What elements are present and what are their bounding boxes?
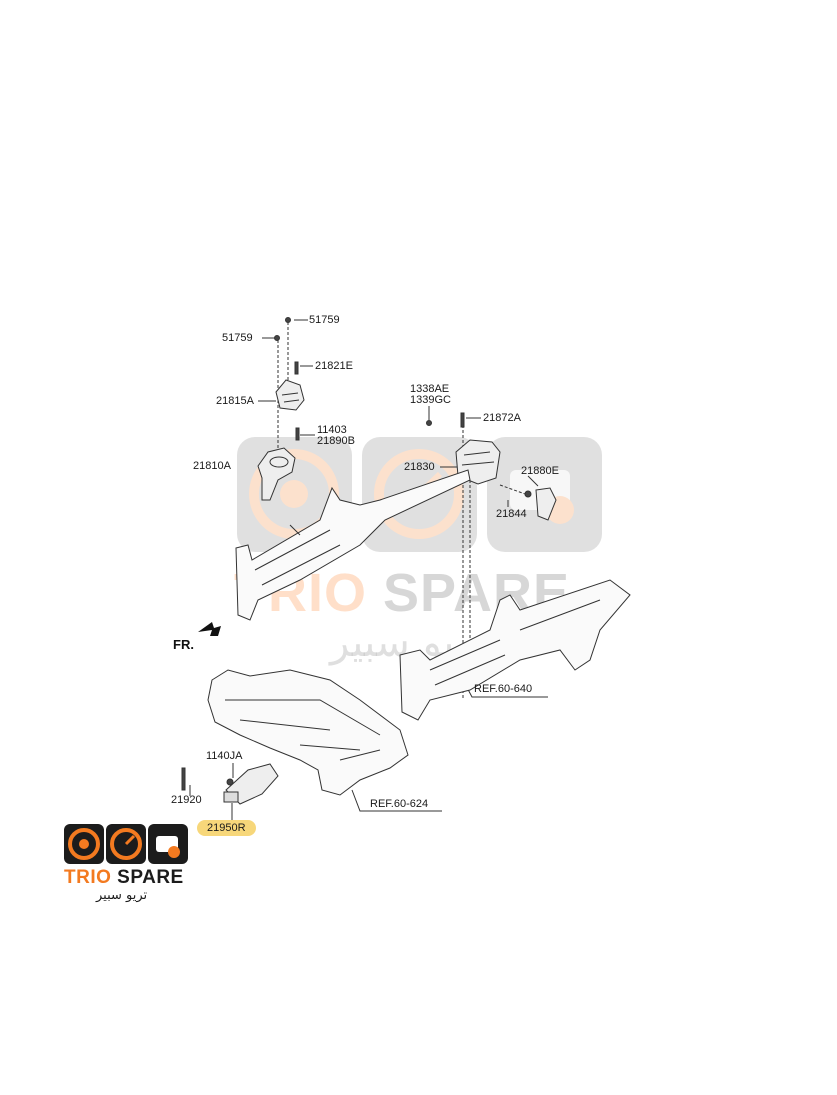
label-ref-60-624: REF.60-624: [370, 798, 429, 810]
brand-logo-text: TRIO SPARE: [64, 867, 184, 889]
label-21880E: 21880E: [521, 465, 559, 477]
leader-ref-624: [351, 789, 442, 812]
label-21872A: 21872A: [483, 412, 521, 424]
label-21890B: 21890B: [317, 435, 355, 447]
front-direction-label: FR.: [173, 637, 194, 652]
brand-logo-arabic: تريو سبير: [96, 888, 148, 903]
label-11403: 11403: [317, 424, 347, 436]
brand-logo-b: SPARE: [117, 867, 184, 888]
label-1140JA: 1140JA: [206, 750, 243, 762]
front-arrow-icon: [198, 622, 221, 636]
brand-logo-a: TRIO: [64, 867, 112, 888]
label-51759-top: 51759: [309, 314, 340, 326]
label-21821E: 21821E: [315, 360, 353, 372]
label-21815A: 21815A: [216, 395, 254, 407]
label-1339GC: 1339GC: [410, 394, 451, 406]
leader-21880E: [527, 475, 539, 487]
label-21830: 21830: [404, 461, 435, 473]
label-21920: 21920: [171, 794, 202, 806]
label-1338AE: 1338AE: [410, 383, 450, 395]
brand-logo-icons: [64, 824, 188, 864]
label-21844: 21844: [496, 508, 527, 520]
label-ref-60-640: REF.60-640: [474, 683, 533, 695]
label-21950R-highlighted: 21950R: [197, 820, 256, 836]
label-21810A: 21810A: [193, 460, 231, 472]
label-51759-left: 51759: [222, 332, 253, 344]
